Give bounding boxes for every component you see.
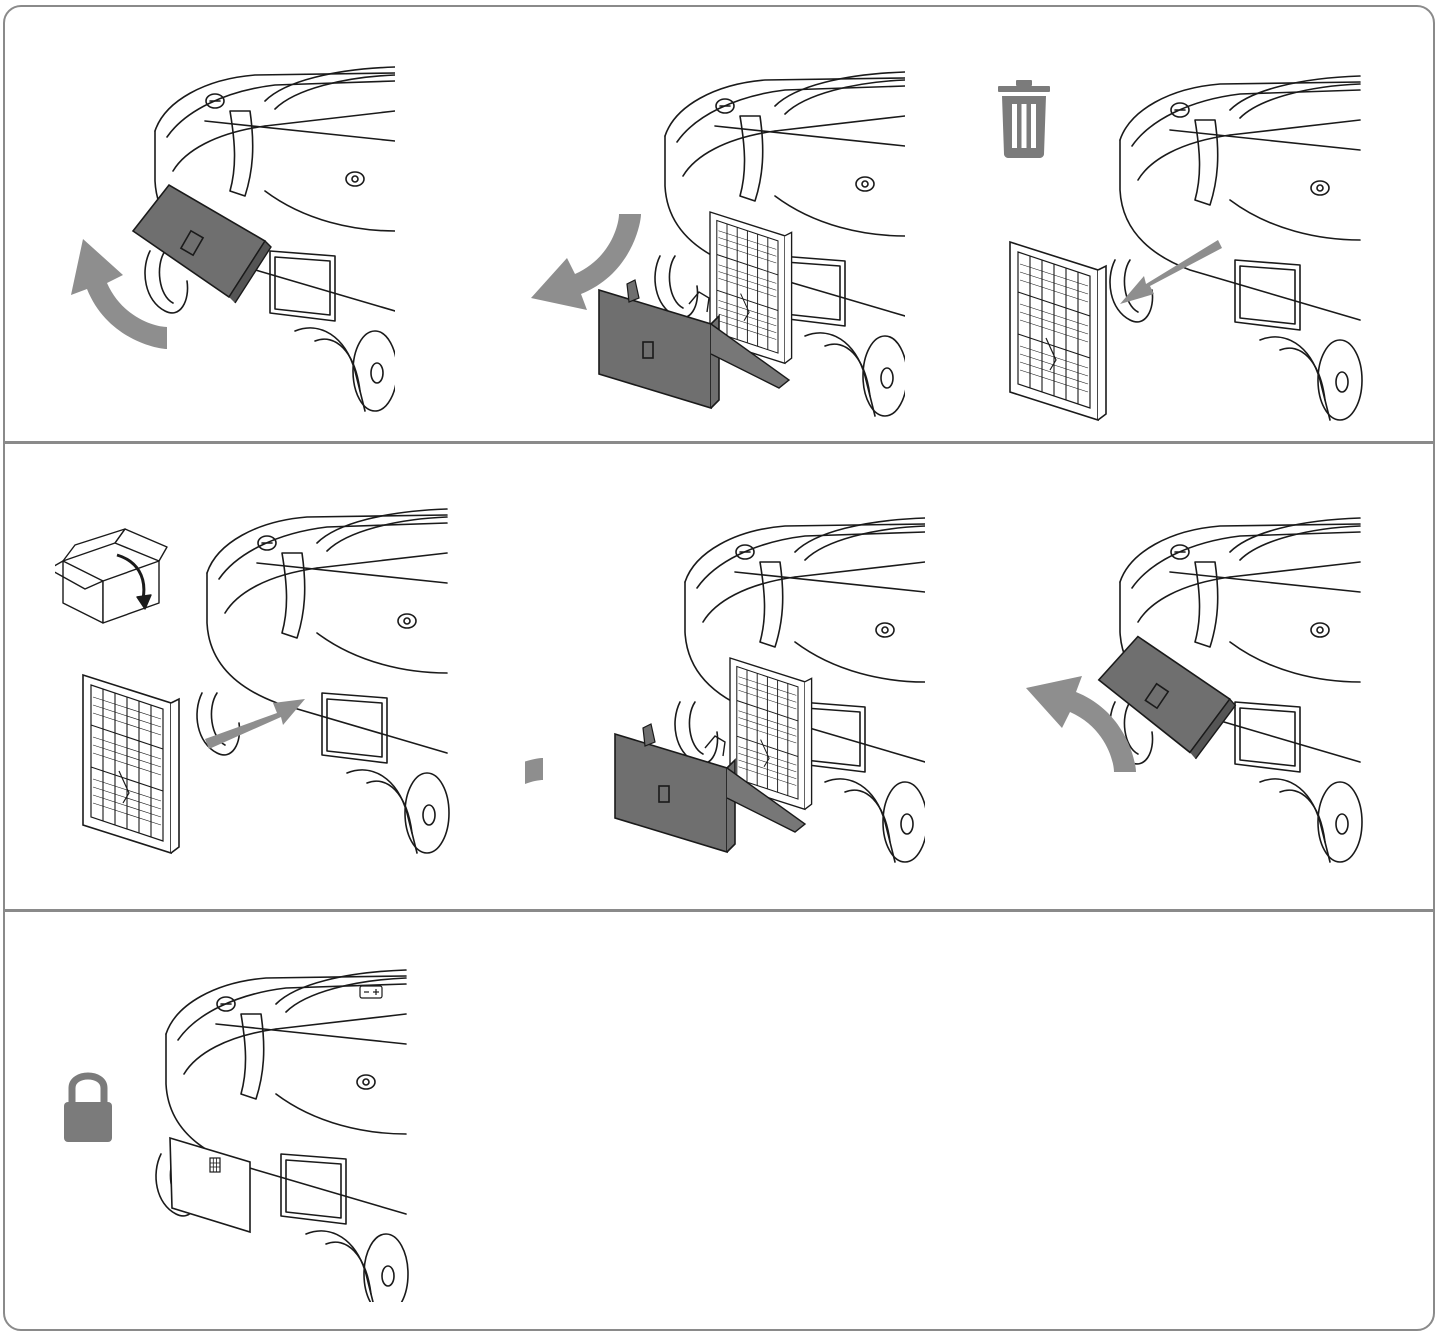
power-control-icon <box>359 985 383 999</box>
straight-arrow-icon <box>1120 240 1222 304</box>
filter-cartridge <box>82 674 180 854</box>
closed-cover <box>169 1136 251 1234</box>
step-5-push-in-frame <box>525 512 925 872</box>
curved-arrow-icon <box>531 214 641 310</box>
vacuum-body-drawing <box>155 969 409 1302</box>
step-3-remove-filter <box>990 72 1370 432</box>
instruction-frame <box>3 5 1435 1331</box>
vacuum-body-drawing <box>1109 75 1363 421</box>
padlock-icon <box>64 1072 112 1142</box>
open-box-icon <box>55 528 168 624</box>
step-6-close-cover <box>1010 512 1390 872</box>
filter-indicator-icon <box>209 1157 221 1173</box>
cover-panel <box>132 184 272 304</box>
curved-arrow-icon <box>71 239 167 349</box>
row-divider-1 <box>5 441 1433 444</box>
trash-icon <box>998 80 1050 158</box>
row-divider-2 <box>5 909 1433 912</box>
step-2-pull-out-frame <box>505 62 905 422</box>
step-4-insert-new-filter <box>55 503 455 863</box>
step-1-open-cover <box>35 57 395 417</box>
filter-cartridge <box>1009 241 1107 421</box>
straight-arrow-icon <box>205 699 305 749</box>
step-7-locked <box>60 962 440 1302</box>
curved-arrow-icon <box>525 758 543 868</box>
vacuum-body-drawing <box>196 508 450 854</box>
